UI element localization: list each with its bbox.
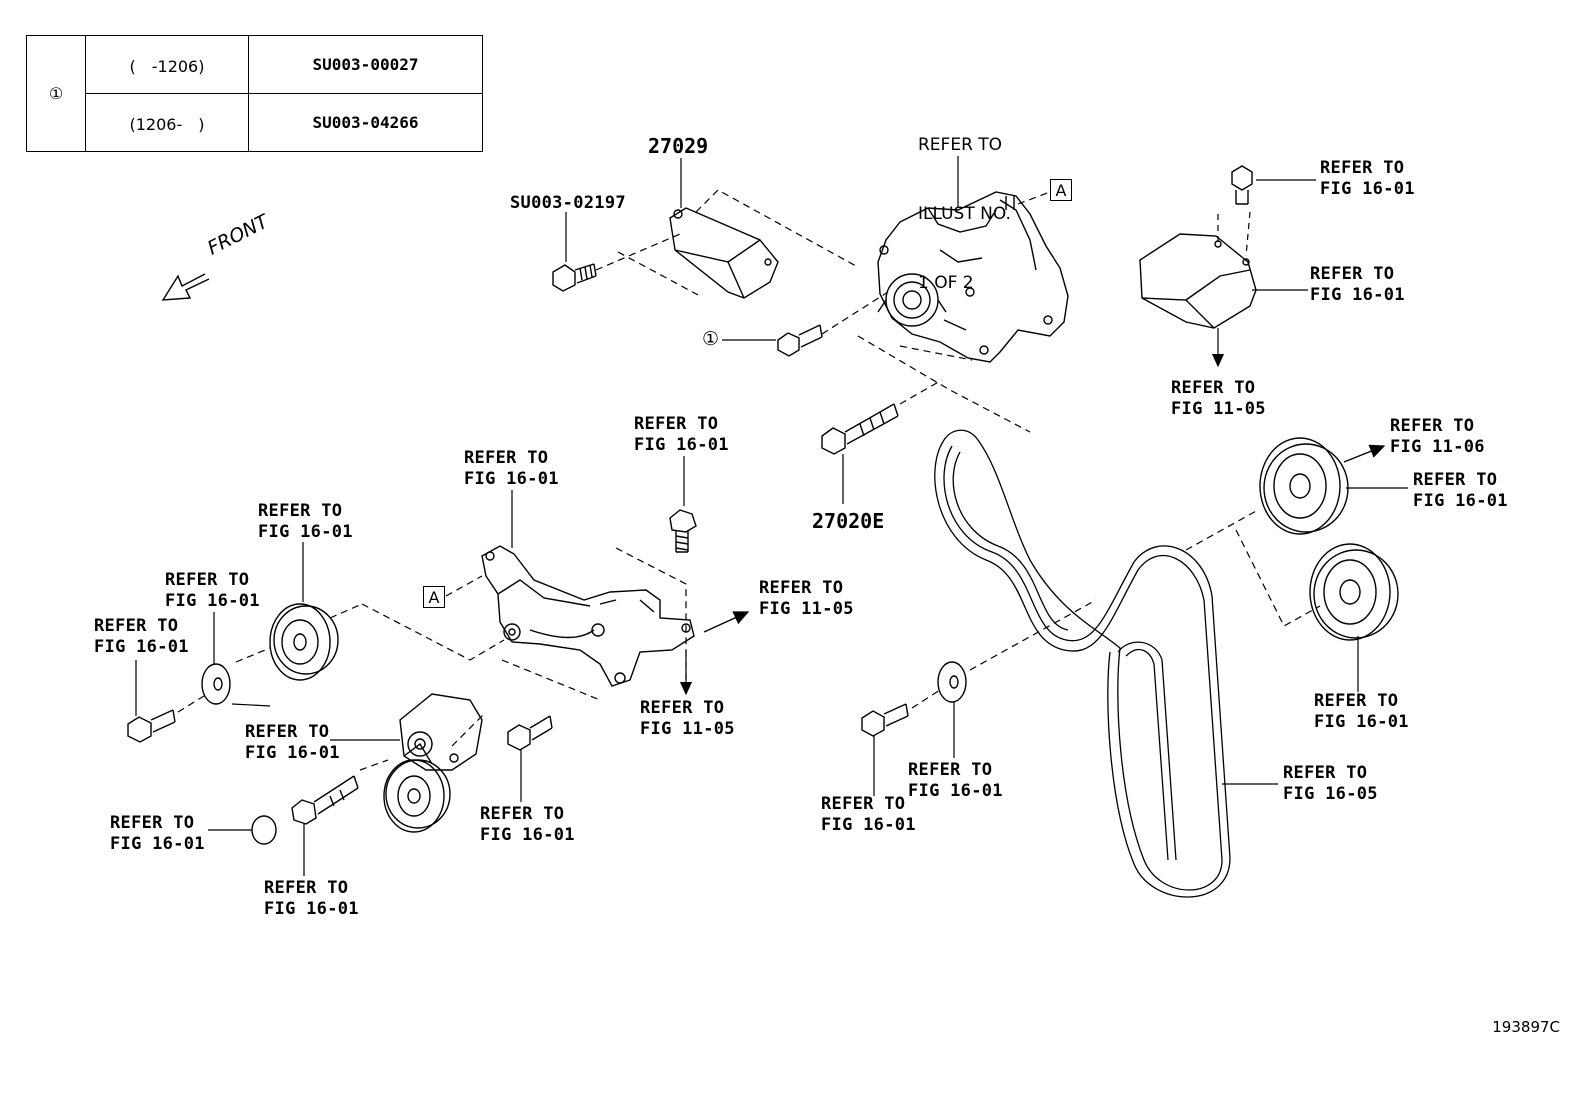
tensioner-pulley[interactable] (383, 759, 451, 833)
engine-cover[interactable] (1139, 233, 1257, 329)
variant-range-2: (1206- ) (85, 93, 249, 152)
variant-part-2[interactable]: SU003-04266 (248, 93, 483, 152)
variant-table: ① ( -1206) SU003-00027 (1206- ) SU003-04… (26, 35, 483, 152)
bracket-cover-27029[interactable] (669, 207, 779, 299)
bolt-mid-bottom[interactable] (507, 715, 553, 751)
tensioner-long-bolt[interactable] (291, 775, 359, 825)
part-number-27020e[interactable]: 27020E (812, 509, 885, 533)
belt-tensioner[interactable] (399, 693, 483, 771)
alternator[interactable] (877, 191, 1069, 363)
pulley-left[interactable] (269, 603, 339, 681)
through-bolt-27020e[interactable] (821, 403, 899, 455)
illustration-number: 193897C (1492, 1018, 1560, 1036)
variant-range-1: ( -1206) (85, 35, 249, 94)
cap[interactable] (251, 815, 277, 845)
variant-symbol: ① (26, 35, 86, 152)
front-arrow-icon (161, 273, 210, 301)
washer-center[interactable] (937, 661, 967, 703)
assembly-leaders-upper (595, 189, 1031, 433)
washer-left[interactable] (201, 663, 231, 705)
bracket-top-bolt[interactable] (669, 509, 697, 553)
marker-a-top: A (1050, 179, 1072, 201)
part-number-su003-02197[interactable]: SU003-02197 (510, 193, 626, 213)
idler-pulley-lower[interactable] (1309, 543, 1399, 641)
v-ribbed-belt[interactable] (934, 429, 1231, 898)
bolt-su003-02197[interactable] (552, 263, 597, 292)
tensioner-bracket[interactable] (481, 545, 695, 687)
bolt-center[interactable] (861, 703, 909, 737)
cover-bolt[interactable] (1231, 165, 1253, 205)
marker-a-left: A (423, 586, 445, 608)
idler-pulley-upper[interactable] (1259, 437, 1349, 535)
alternator-reference: REFER TO ILLUST NO. 1 OF 2 (918, 135, 1011, 293)
marker-circle-1: ① (702, 328, 720, 350)
part-number-27029[interactable]: 27029 (648, 134, 709, 158)
bolt-far-left[interactable] (127, 709, 176, 743)
bolt-variant[interactable] (777, 324, 823, 357)
